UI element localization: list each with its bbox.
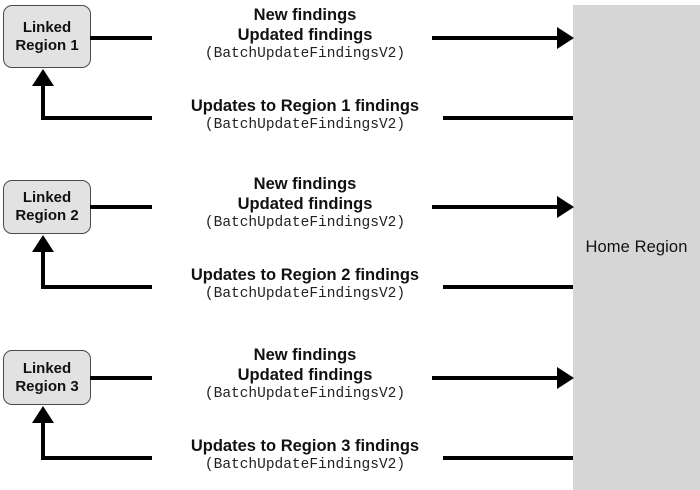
home-region-label: Home Region [585, 238, 688, 256]
region-1-outbound-text: New findings Updated findings (BatchUpda… [155, 5, 455, 64]
region-1-inbound-line-right [443, 116, 573, 120]
region-3-outbound-line2: Updated findings [237, 366, 373, 385]
linked-region-2-label-line2: Region 2 [15, 207, 79, 224]
home-region-panel: Home Region [573, 5, 700, 490]
linked-region-2-box: Linked Region 2 [3, 180, 91, 234]
region-2-outbound-arrowhead-icon [557, 196, 574, 218]
region-3-inbound-arrowhead-icon [32, 406, 54, 423]
region-2-outbound-api: (BatchUpdateFindingsV2) [204, 215, 406, 232]
region-1-outbound-arrowhead-icon [557, 27, 574, 49]
region-3-inbound-line1: Updates to Region 3 findings [190, 437, 420, 455]
region-1-outbound-line2: Updated findings [237, 26, 373, 45]
region-2-outbound-arrow-shaft [432, 205, 560, 209]
region-1-inbound-arrowhead-icon [32, 69, 54, 86]
linked-region-1-label-line2: Region 1 [15, 36, 79, 54]
region-3-inbound-text: Updates to Region 3 findings (BatchUpdat… [155, 436, 455, 475]
region-1-outbound-api: (BatchUpdateFindingsV2) [204, 46, 406, 63]
region-1-outbound-line1: New findings [253, 6, 357, 24]
linked-region-1-box: Linked Region 1 [3, 5, 91, 68]
region-1-outbound-stub [90, 36, 152, 40]
region-3-inbound-line-right [443, 456, 573, 460]
region-2-inbound-line-left [43, 285, 152, 289]
region-3-outbound-api: (BatchUpdateFindingsV2) [204, 386, 406, 403]
region-2-inbound-line-vertical [41, 252, 45, 289]
region-1-inbound-api: (BatchUpdateFindingsV2) [204, 117, 406, 134]
region-2-outbound-text: New findings Updated findings (BatchUpda… [155, 174, 455, 233]
region-3-outbound-arrow-shaft [432, 376, 560, 380]
linked-region-3-label-line1: Linked [22, 359, 72, 377]
linked-region-3-label-line2: Region 3 [15, 377, 79, 395]
region-3-outbound-text: New findings Updated findings (BatchUpda… [155, 345, 455, 404]
linked-region-3-box: Linked Region 3 [3, 350, 91, 405]
region-2-outbound-stub [90, 205, 152, 209]
region-1-inbound-line-vertical [41, 86, 45, 120]
region-2-outbound-line1: New findings [253, 175, 357, 193]
region-2-inbound-text: Updates to Region 2 findings (BatchUpdat… [155, 265, 455, 304]
region-1-inbound-line-left [43, 116, 152, 120]
region-2-outbound-line2: Updated findings [237, 195, 373, 214]
region-3-inbound-line-left [43, 456, 152, 460]
region-2-inbound-api: (BatchUpdateFindingsV2) [204, 286, 406, 303]
region-1-inbound-text: Updates to Region 1 findings (BatchUpdat… [155, 96, 455, 135]
region-1-outbound-arrow-shaft [432, 36, 560, 40]
linked-region-1-label-line1: Linked [22, 18, 72, 36]
linked-region-2-label-line1: Linked [22, 189, 72, 207]
region-3-outbound-arrowhead-icon [557, 367, 574, 389]
region-3-outbound-stub [90, 376, 152, 380]
region-1-inbound-line1: Updates to Region 1 findings [190, 97, 420, 115]
region-2-inbound-arrowhead-icon [32, 235, 54, 252]
region-2-inbound-line-right [443, 285, 573, 289]
region-3-outbound-line1: New findings [253, 346, 357, 364]
region-3-inbound-api: (BatchUpdateFindingsV2) [204, 457, 406, 474]
region-3-inbound-line-vertical [41, 423, 45, 460]
region-2-inbound-line1: Updates to Region 2 findings [190, 266, 420, 284]
